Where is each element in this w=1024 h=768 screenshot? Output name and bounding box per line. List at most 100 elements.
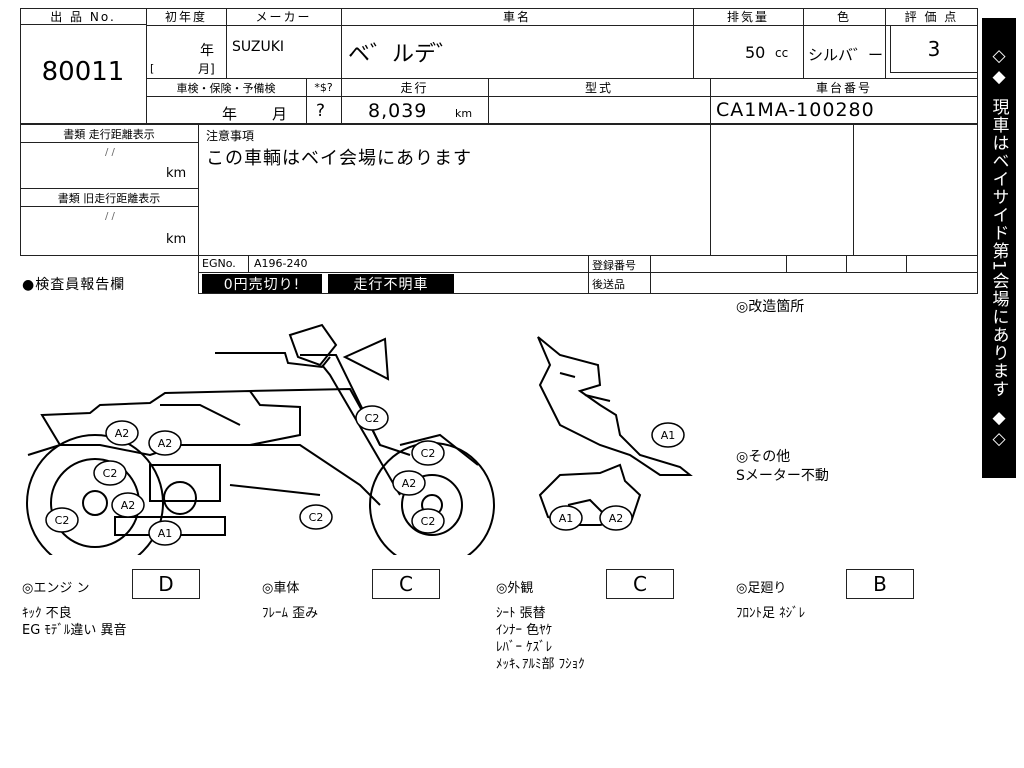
inspection-month: 月 (272, 105, 288, 123)
first-reg-month: 月] (198, 62, 215, 76)
svg-text:A2: A2 (402, 477, 417, 490)
doc1-label: 書類 走行距離表示 (20, 125, 198, 143)
other-text: Sメーター不動 (736, 468, 829, 484)
section-grade: B (846, 569, 914, 599)
svg-text:C2: C2 (421, 447, 436, 460)
doc1-unit: km (166, 166, 187, 181)
divider (306, 78, 307, 124)
section-label: ◎足廻り (736, 581, 787, 596)
section-note: ﾚﾊﾞｰ ｹｽﾞﾚ (496, 640, 553, 655)
report-label: ●検査員報告欄 (22, 277, 126, 293)
svg-text:C2: C2 (365, 412, 380, 425)
svg-text:C2: C2 (421, 515, 436, 528)
svg-text:A2: A2 (609, 512, 624, 525)
s-value: ? (316, 101, 326, 121)
divider (803, 8, 804, 78)
grade-label: 評 価 点 (904, 10, 959, 24)
divider (226, 8, 227, 78)
divider (341, 8, 342, 78)
divider (146, 96, 978, 97)
doc2-slash: / / (105, 211, 115, 222)
section-note: ﾌﾛﾝﾄ足 ﾈｼﾞﾚ (736, 606, 806, 621)
svg-text:A1: A1 (559, 512, 574, 525)
divider (198, 124, 199, 294)
divider (20, 188, 198, 189)
first-reg-year: 年 (200, 43, 214, 59)
section-grade: D (132, 569, 200, 599)
inspection-label: 車検・保険・予備検 (176, 81, 276, 95)
divider (146, 25, 978, 26)
section-note: ﾒｯｷ､ｱﾙﾐ部 ﾌｼｮｸ (496, 657, 585, 672)
modified-label: ◎改造箇所 (736, 299, 805, 315)
divider (885, 8, 886, 78)
damage-marker: C2 (411, 440, 445, 466)
divider (248, 256, 249, 272)
doc1-slash: / / (105, 147, 115, 158)
displacement-value: 50 (745, 43, 766, 62)
damage-marker: A2 (392, 470, 426, 496)
sold-badge: 0円売切り! (202, 274, 322, 293)
section-grade: C (372, 569, 440, 599)
notes-label: 注意事項 (206, 129, 255, 143)
first-reg-label: 初年度 (164, 10, 207, 24)
divider (693, 8, 694, 78)
divider (588, 256, 589, 294)
divider (906, 256, 907, 272)
mileage-label: 走行 (400, 81, 429, 95)
damage-marker: A2 (599, 505, 633, 531)
section-grade: C (606, 569, 674, 599)
banner-text: 現車はベイサイド第1会場にあります (988, 98, 1009, 398)
damage-marker: C2 (411, 508, 445, 534)
divider (488, 78, 489, 124)
displacement-unit: cc (775, 46, 789, 60)
bracket-open: [ (150, 62, 155, 75)
damage-marker: A2 (148, 430, 182, 456)
section-label: ◎車体 (262, 581, 300, 596)
lot-label: 出 品 No. (20, 8, 146, 25)
doc2-unit: km (166, 232, 187, 247)
eg-label: EGNo. (202, 257, 236, 270)
section-note: EG ﾓﾃﾞﾙ違い 異音 (22, 623, 127, 638)
reg-label: 登録番号 (592, 259, 636, 272)
damage-marker: A1 (148, 520, 182, 546)
divider (341, 78, 342, 124)
divider (846, 256, 847, 272)
car-name-value: ベ゛ルデ゛ (348, 42, 459, 67)
svg-text:C2: C2 (55, 514, 70, 527)
lot-number: 80011 (41, 57, 125, 87)
chassis-value: CA1MA-100280 (716, 99, 875, 121)
damage-marker: A2 (111, 492, 145, 518)
divider (786, 256, 787, 272)
notes-text: この車輌はベイ会場にあります (206, 148, 472, 169)
car-name-label: 車名 (502, 10, 531, 24)
eg-value: A196-240 (254, 257, 308, 270)
scooter-side-view-icon (26, 323, 693, 555)
color-label: 色 (836, 10, 851, 24)
send-label: 後送品 (592, 278, 625, 291)
banner-bottom-icon: ◆◇ (989, 407, 1009, 450)
divider (146, 8, 147, 124)
divider (710, 78, 711, 124)
mileage-unit: km (455, 107, 473, 120)
banner-top-icon: ◇◆ (989, 46, 1009, 89)
divider (146, 78, 978, 79)
displacement-label: 排気量 (726, 10, 769, 24)
damage-marker: A1 (549, 505, 583, 531)
section-note: ｲﾝﾅｰ 色ﾔｹ (496, 623, 553, 638)
maker-value: SUZUKI (232, 39, 285, 55)
mileage-unknown-badge: 走行不明車 (328, 274, 454, 293)
chassis-label: 車台番号 (815, 81, 872, 95)
doc2-label: 書類 旧走行距離表示 (20, 189, 198, 207)
svg-text:C2: C2 (309, 511, 324, 524)
section-label: ◎エンジ ン (22, 581, 90, 596)
svg-text:A2: A2 (115, 427, 130, 440)
damage-marker: A2 (105, 420, 139, 446)
section-note: ﾌﾚｰﾑ 歪み (262, 606, 319, 621)
section-note: ｷｯｸ 不良 (22, 606, 72, 621)
inspection-year: 年 (222, 105, 238, 123)
overall-grade: 3 (890, 25, 978, 73)
svg-text:A1: A1 (661, 429, 676, 442)
s-label: *$? (314, 81, 333, 94)
